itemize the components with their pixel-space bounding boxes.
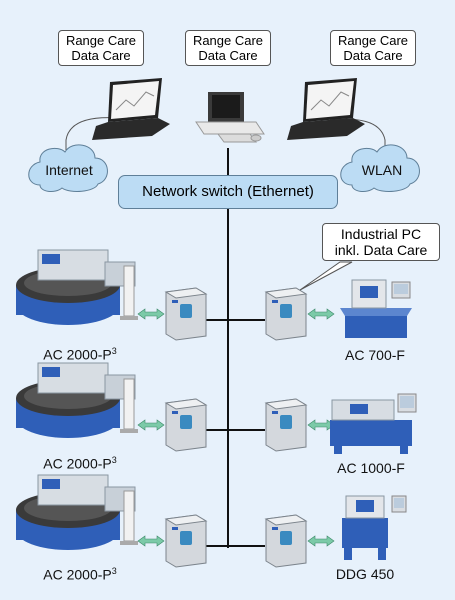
machine-name: AC 2000-P	[43, 347, 111, 363]
client-label-line2: Data Care	[335, 48, 411, 63]
machine-name: AC 2000-P	[43, 456, 111, 472]
machine-label-ddg450: DDG 450	[320, 566, 410, 582]
client-label-box: Range Care Data Care	[330, 30, 416, 66]
machine-superscript: 3	[112, 566, 117, 576]
machine-ac700-icon	[340, 280, 412, 338]
client-label-line1: Range Care	[190, 33, 266, 48]
machine-label-ac700: AC 700-F	[330, 347, 420, 363]
client-label-line1: Range Care	[335, 33, 411, 48]
client-label-box: Range Care Data Care	[185, 30, 271, 66]
cloud-label-internet: Internet	[38, 162, 100, 178]
laptop-icon	[287, 78, 365, 140]
industrial-pc-icon	[166, 399, 206, 451]
double-arrow-icon	[308, 309, 334, 319]
client-label-line2: Data Care	[190, 48, 266, 63]
machine-ac2000-icon	[16, 250, 138, 325]
machine-ac2000-icon	[16, 363, 138, 438]
double-arrow-icon	[138, 420, 164, 430]
machine-ac2000-icon	[16, 475, 138, 550]
machine-label-left: AC 2000-P3	[30, 566, 130, 583]
callout-pointer	[300, 262, 352, 290]
machine-ac1000-icon	[330, 394, 416, 454]
machine-ddg450-icon	[342, 496, 406, 560]
machine-label-left: AC 2000-P3	[30, 455, 130, 472]
industrial-pc-callout: Industrial PC inkl. Data Care	[322, 223, 440, 261]
client-label-line2: Data Care	[63, 48, 139, 63]
callout-line1: Industrial PC	[327, 226, 435, 242]
client-label-box: Range Care Data Care	[58, 30, 144, 66]
machine-superscript: 3	[112, 346, 117, 356]
machine-label-ac1000: AC 1000-F	[326, 460, 416, 476]
double-arrow-icon	[138, 309, 164, 319]
machine-superscript: 3	[112, 455, 117, 465]
client-label-line1: Range Care	[63, 33, 139, 48]
double-arrow-icon	[308, 536, 334, 546]
industrial-pc-icon	[166, 515, 206, 567]
industrial-pc-icon	[266, 288, 306, 340]
desktop-pc-icon	[196, 92, 264, 142]
industrial-pc-icon	[266, 399, 306, 451]
network-switch: Network switch (Ethernet)	[118, 175, 338, 209]
machine-label-left: AC 2000-P3	[30, 346, 130, 363]
cloud-label-wlan: WLAN	[352, 162, 412, 178]
double-arrow-icon	[138, 536, 164, 546]
machine-name: AC 2000-P	[43, 567, 111, 583]
callout-line2: inkl. Data Care	[327, 242, 435, 258]
industrial-pc-icon	[166, 288, 206, 340]
industrial-pc-icon	[266, 515, 306, 567]
laptop-icon	[92, 78, 170, 140]
